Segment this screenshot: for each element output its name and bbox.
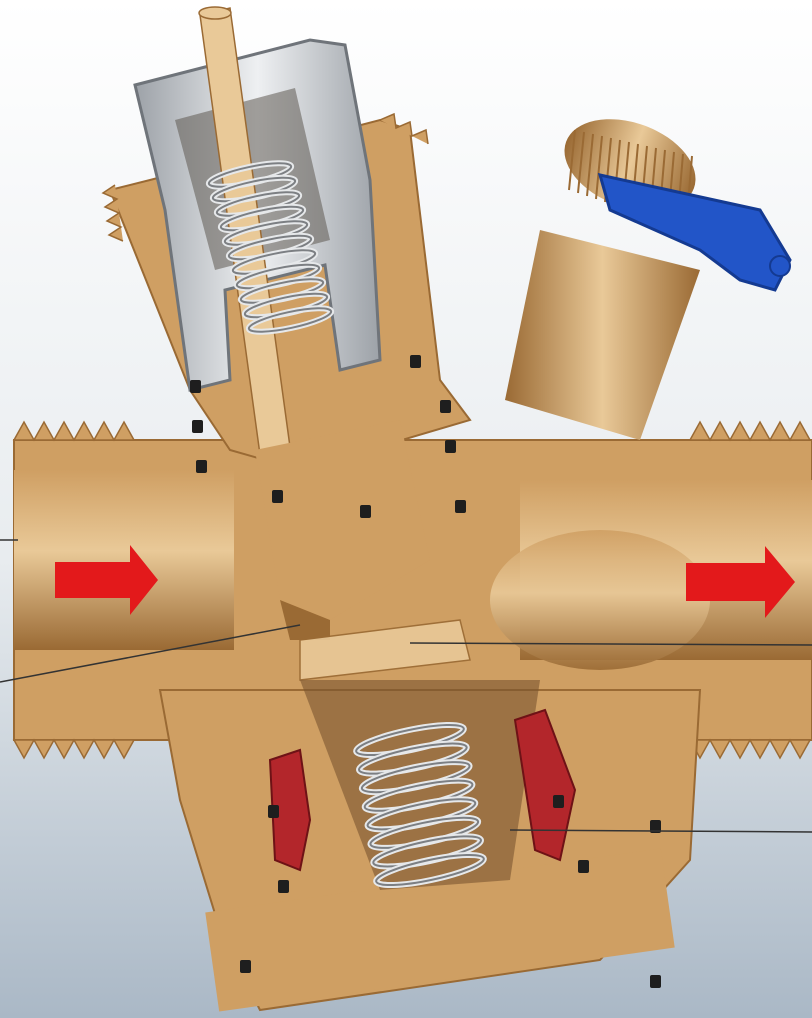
o-rings (190, 355, 661, 988)
o-ring (196, 460, 207, 473)
o-ring (650, 820, 661, 833)
flow-arrow-inlet (55, 545, 158, 615)
o-ring (360, 505, 371, 518)
leader-lines (0, 539, 812, 833)
test-point-nipple (505, 119, 792, 440)
spring-coil (247, 307, 333, 333)
upper-spring (205, 160, 335, 335)
o-ring (190, 380, 201, 393)
o-ring (440, 400, 451, 413)
flow-arrow-outlet (686, 546, 795, 618)
spring-coil (375, 853, 485, 887)
o-ring (410, 355, 421, 368)
o-ring (192, 420, 203, 433)
o-ring (272, 490, 283, 503)
o-ring (240, 960, 251, 973)
lower-spring (353, 721, 487, 889)
o-ring (455, 500, 466, 513)
o-ring (278, 880, 289, 893)
valve-cone (255, 420, 471, 681)
o-ring (553, 795, 564, 808)
o-ring (268, 805, 279, 818)
o-ring (650, 975, 661, 988)
o-ring (578, 860, 589, 873)
red-seals (268, 708, 577, 872)
o-ring (445, 440, 456, 453)
